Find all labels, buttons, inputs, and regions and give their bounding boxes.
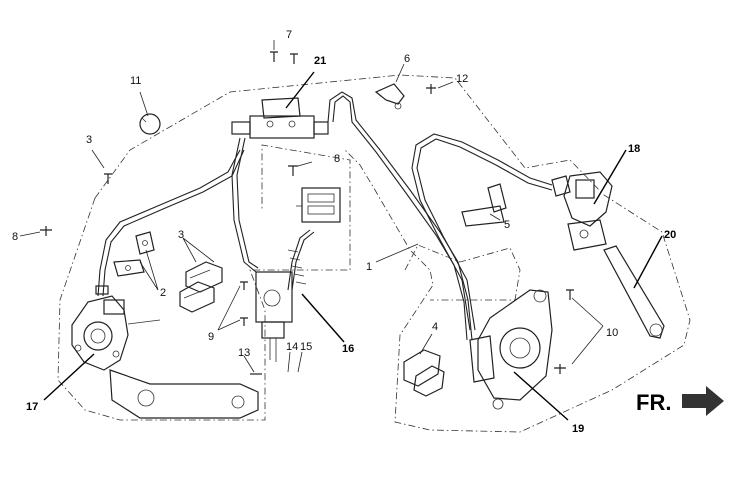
callout-1: 1 xyxy=(366,261,372,273)
main-brake-line xyxy=(327,91,473,341)
callout-2: 2 xyxy=(160,287,166,299)
callout-19: 19 xyxy=(572,423,584,435)
callout-5: 5 xyxy=(504,219,510,231)
callout-14: 14 xyxy=(286,341,298,353)
front-brake-group-boundary xyxy=(57,144,351,421)
front-arrow-icon xyxy=(682,386,724,416)
bolts xyxy=(40,51,574,375)
rear-master-cylinder xyxy=(551,171,665,339)
callout-12: 12 xyxy=(456,73,468,85)
callout-10: 10 xyxy=(606,327,618,339)
rear-brake-pads xyxy=(403,349,445,397)
front-direction-label: FR. xyxy=(636,390,671,415)
callout-7: 7 xyxy=(286,29,292,41)
callout-21: 21 xyxy=(314,55,326,67)
callout-8-left: 8 xyxy=(12,231,18,243)
callout-11: 11 xyxy=(130,75,141,87)
rear-brake-group-boundary xyxy=(94,74,691,433)
callout-20: 20 xyxy=(664,229,676,241)
rear-brake-caliper xyxy=(469,289,553,410)
brake-junction-block xyxy=(255,271,293,362)
front-master-cylinder xyxy=(231,97,329,273)
brake-light-switch xyxy=(296,187,341,223)
retaining-clip-11 xyxy=(139,113,161,135)
brake-switch-wire xyxy=(287,229,315,291)
callout-17: 17 xyxy=(26,401,38,413)
callout-13: 13 xyxy=(238,347,250,359)
hose-clamp-brackets xyxy=(113,231,155,277)
banjo-fitting-6 xyxy=(374,83,405,110)
front-direction-indicator: FR. xyxy=(636,386,724,416)
callout-18: 18 xyxy=(628,143,640,155)
callout-8-switch: 8 xyxy=(334,153,340,165)
callout-9: 9 xyxy=(208,331,214,343)
callout-15: 15 xyxy=(300,341,312,353)
rear-brake-line xyxy=(411,133,553,331)
front-brake-caliper xyxy=(71,295,259,419)
front-brake-pads xyxy=(179,261,223,313)
callout-16: 16 xyxy=(342,343,354,355)
callout-3-pads: 3 xyxy=(178,229,184,241)
leader-lines xyxy=(19,40,663,421)
front-brake-hose xyxy=(95,149,245,297)
callout-6: 6 xyxy=(404,53,410,65)
callout-4: 4 xyxy=(432,321,438,333)
callout-3-upper: 3 xyxy=(86,134,92,146)
